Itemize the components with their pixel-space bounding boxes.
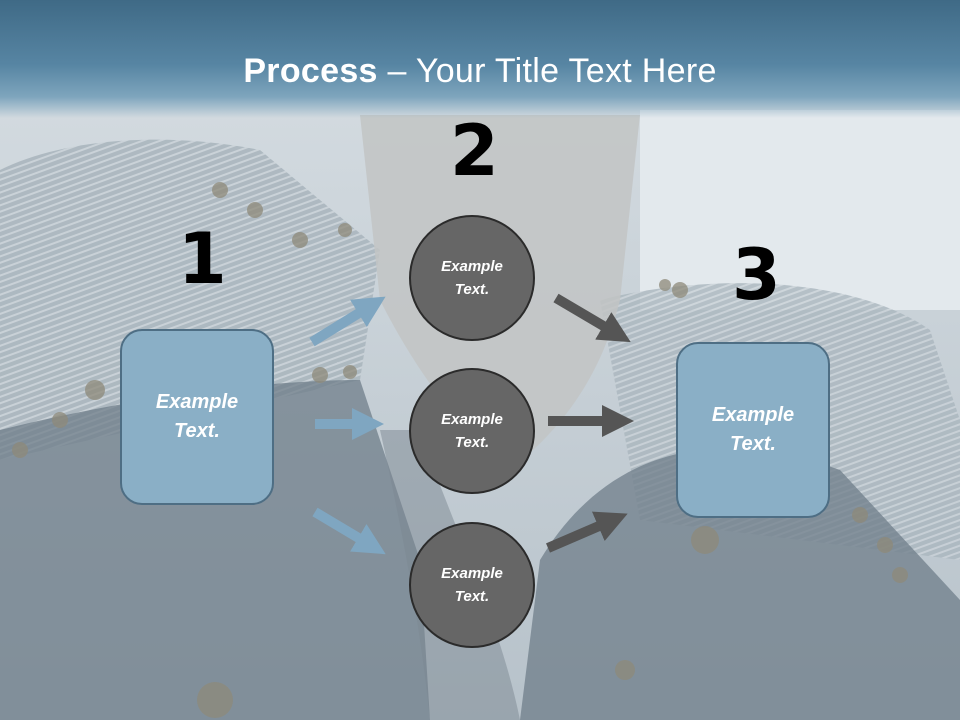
slide-title: Process – Your Title Text Here [0,52,960,91]
circle-middle-line1: Example [441,411,503,428]
step-number-2: 2 [450,110,499,192]
step-2-circle-bottom: Example Text. [409,522,535,648]
title-bold: Process [243,52,378,90]
step-number-3: 3 [732,234,781,316]
arrow-bottom-to-3 [546,511,628,553]
arrow-top-to-3 [553,293,631,343]
circle-bottom-line1: Example [441,565,503,582]
step-2-circle-top: Example Text. [409,215,535,341]
step-1-box: Example Text. [120,329,274,505]
arrow-1-to-top [309,296,386,347]
arrow-1-to-bottom [312,507,386,555]
circle-top-line1: Example [441,258,503,275]
step-1-line1: Example [155,391,239,413]
circle-middle-line2: Text. [454,434,490,451]
circle-top-line2: Text. [454,281,490,298]
step-3-line1: Example [711,404,795,426]
circle-bottom-line2: Text. [454,588,490,605]
step-1-line2: Text. [174,420,220,442]
title-bar [0,0,960,118]
step-3-box: Example Text. [676,342,830,518]
step-2-circle-middle: Example Text. [409,368,535,494]
step-number-1: 1 [178,218,227,300]
title-rest: – Your Title Text Here [377,52,717,90]
step-3-line2: Text. [730,433,776,455]
